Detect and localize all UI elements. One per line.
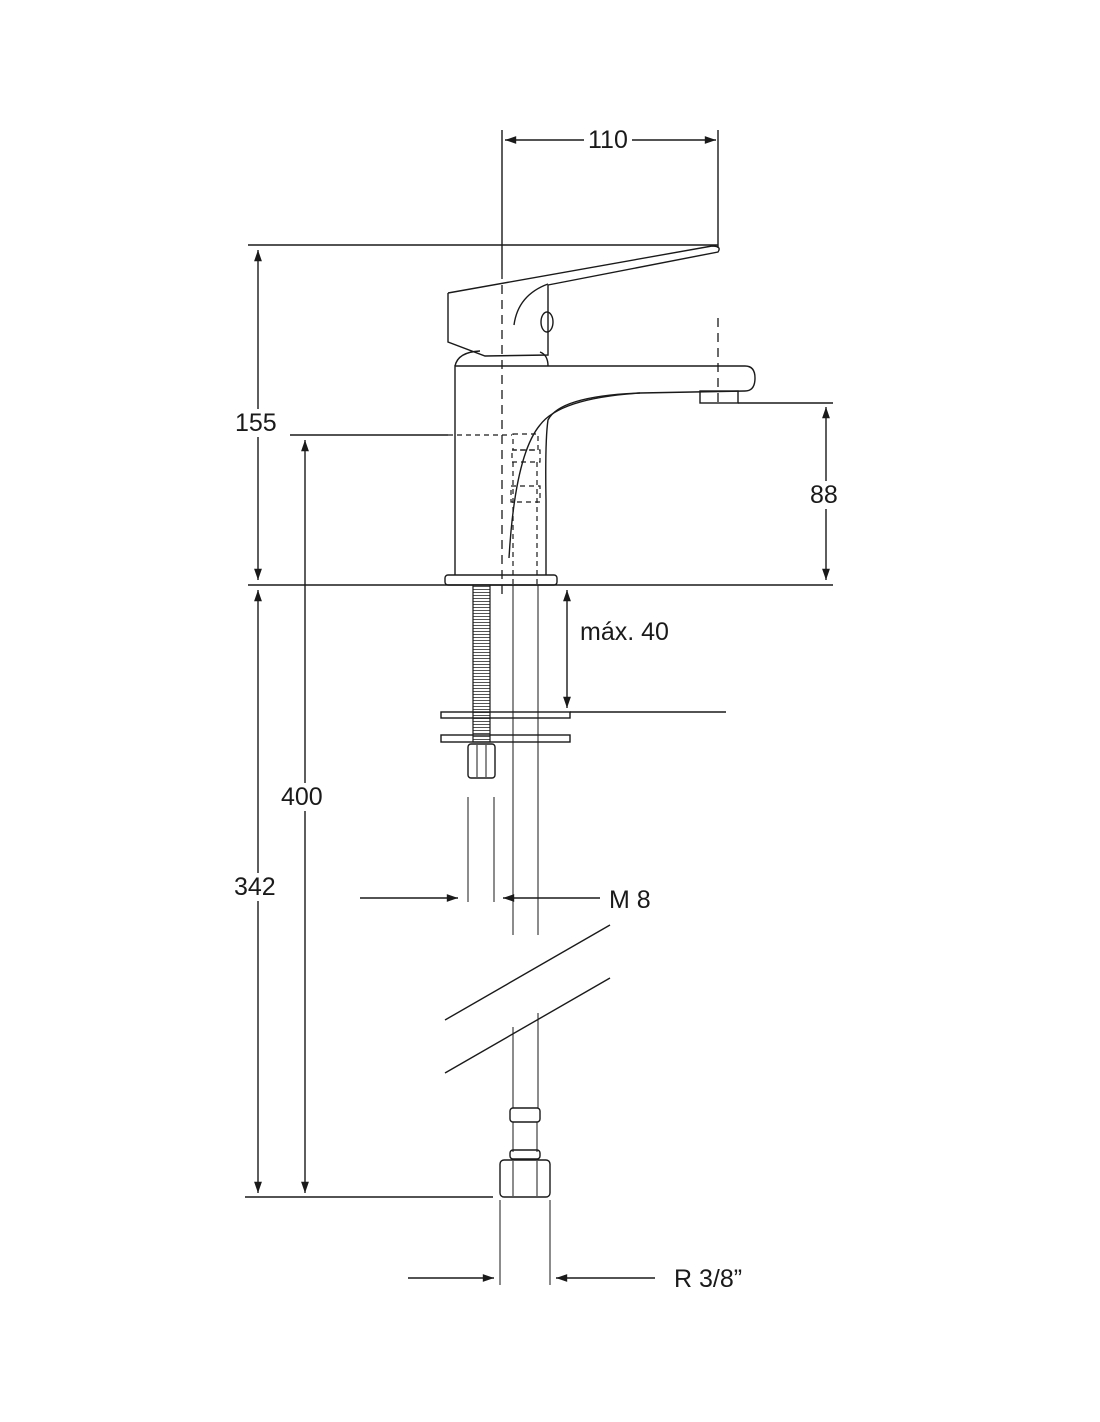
break-line [444, 924, 611, 1021]
washer [440, 734, 571, 743]
base-plate [444, 574, 558, 586]
label-r-3-8: R 3/8” [670, 1265, 747, 1293]
nut [467, 743, 496, 779]
hose-nut [499, 1159, 551, 1198]
dimension-lines [254, 136, 830, 1282]
mounting-hardware [440, 584, 571, 779]
label-342: 342 [230, 873, 280, 901]
label-max-40: máx. 40 [576, 618, 673, 646]
label-400: 400 [277, 783, 327, 811]
lever-screw [540, 311, 554, 333]
label-m8: M 8 [605, 886, 655, 914]
washer [440, 711, 571, 719]
faucet-body [444, 245, 756, 586]
label-110: 110 [584, 126, 632, 154]
label-88: 88 [806, 481, 842, 509]
label-155: 155 [231, 409, 281, 437]
aerator [699, 390, 739, 404]
break-line [444, 977, 611, 1074]
lever-handle [447, 245, 720, 294]
hose-ferrule [509, 1107, 541, 1123]
supply-hose [444, 585, 611, 1198]
extension-lines [245, 130, 833, 1285]
